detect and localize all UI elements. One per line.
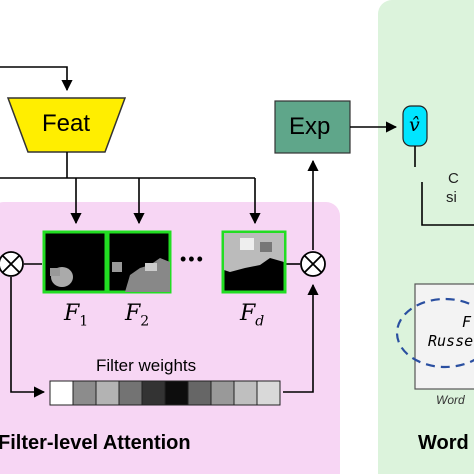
weights-to-right-multiply-arrow — [283, 283, 319, 393]
filter-weight-cell — [49, 380, 74, 406]
filter-weight-cell — [72, 380, 97, 406]
cosine-fragment-2: si — [446, 189, 457, 206]
filter-weights-strip — [49, 380, 281, 406]
filter-weight-cell — [95, 380, 120, 406]
filter-weight-cell — [187, 380, 212, 406]
cosine-fragment-1: C — [448, 170, 459, 187]
dashed-ellipse — [395, 297, 474, 369]
left-panel-title: Filter-level Attention — [0, 432, 191, 454]
filter-label-f1-sub: 1 — [79, 313, 89, 330]
left-multiply-to-weights-arrow — [10, 277, 46, 398]
cosine-branch-line — [421, 182, 474, 226]
filter-label-fd-base: F — [240, 301, 256, 326]
filter-label-fd: Fd — [240, 301, 264, 329]
feat-block — [6, 97, 127, 153]
filter-map-f2 — [106, 230, 172, 294]
filter-label-fd-sub: d — [255, 313, 265, 330]
filter-weight-cell — [233, 380, 258, 406]
feat-label: Feat — [42, 110, 91, 137]
filter-weight-cell — [141, 380, 166, 406]
filter-weight-cell — [256, 380, 281, 406]
input-arrow — [0, 66, 73, 92]
filter-label-f1: F1 — [64, 301, 88, 329]
word-caption-fragment: Word — [436, 393, 465, 407]
ellipsis-dots: ••• — [180, 249, 205, 269]
word-fragment-1: F — [462, 313, 472, 331]
filter-weight-cell — [210, 380, 235, 406]
filter-label-f2-sub: 2 — [140, 313, 150, 330]
filter-weight-cell — [118, 380, 143, 406]
filter-map-fd — [221, 230, 287, 294]
left-multiply-node — [0, 251, 24, 277]
right-panel-title: Word — [418, 432, 469, 454]
filter-weights-label: Filter weights — [96, 356, 197, 375]
exp-label: Exp — [289, 113, 331, 140]
filter-map-f1 — [42, 230, 108, 294]
filter-label-f2-base: F — [125, 301, 141, 326]
filter-label-f2: F2 — [125, 301, 149, 329]
exp-block — [274, 100, 351, 154]
filter-weight-cell — [164, 380, 189, 406]
right-multiply-node — [300, 251, 326, 277]
word-fragment-2: Russe — [428, 332, 474, 350]
v-hat-label: v̂ — [409, 114, 420, 136]
filter-label-f1-base: F — [64, 301, 80, 326]
